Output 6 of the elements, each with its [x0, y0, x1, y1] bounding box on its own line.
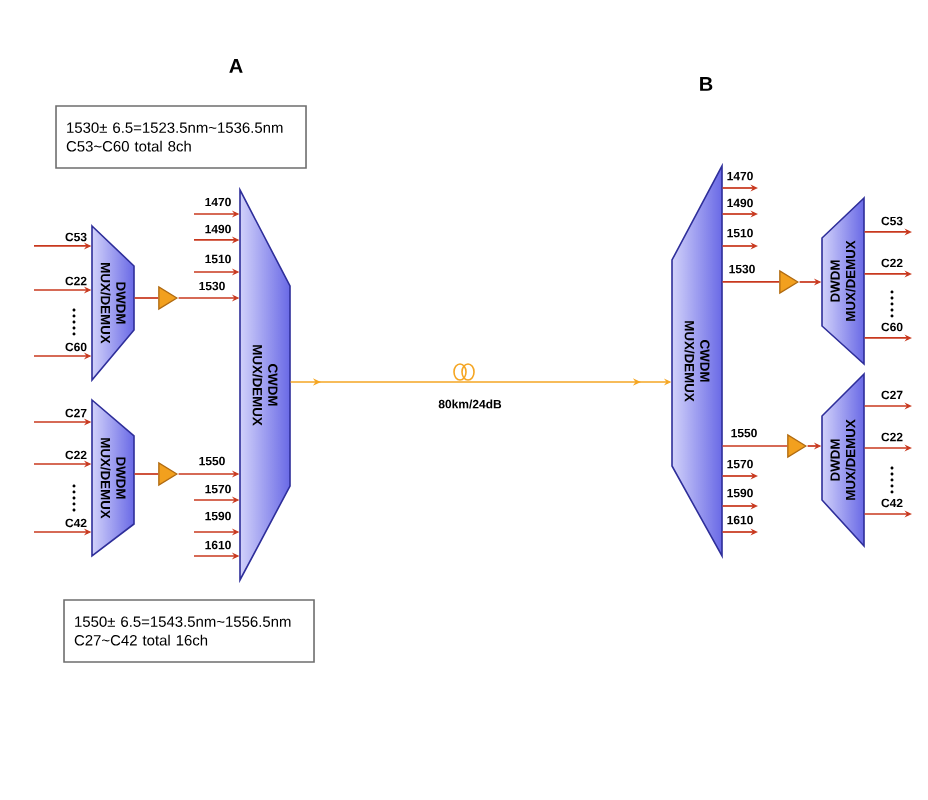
line: [721, 445, 789, 447]
section-letter: B: [700, 77, 713, 91]
line: [133, 297, 160, 299]
line: [721, 281, 781, 283]
line: [133, 473, 160, 475]
section-letter: A: [229, 59, 243, 73]
